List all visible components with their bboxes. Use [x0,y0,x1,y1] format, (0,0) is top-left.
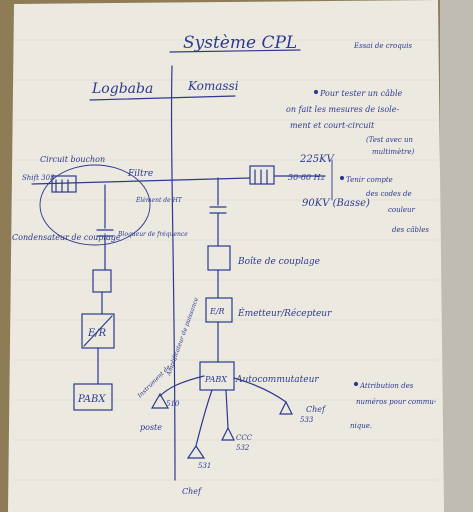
pabx-left-box [73,383,113,411]
phone-531-icon [186,444,206,459]
note-1-line-3: ment et court-circuit [290,121,375,130]
line-510 [159,375,205,397]
bouchon-coil-right [254,169,268,185]
paper-sheet [8,0,444,512]
freq-label: 50-60 Hz [288,173,326,182]
note-4-line-2: numéros pour commu- [356,398,437,406]
bullet-2 [339,175,345,181]
label-ccc: CCC [236,434,253,442]
ext-531: 531 [198,462,211,470]
label-poste: poste [140,423,162,432]
site-komassi: Komassi [187,79,239,93]
phone-532-icon [221,426,235,441]
circuit-bouchon-right [249,165,275,185]
label-autocommutateur: Autocommutateur [235,375,319,385]
label-emetteur: Émetteur/Récepteur [237,307,332,319]
er-right-box [205,297,233,323]
ext-532: 532 [236,444,250,452]
note-2-line-1: (Test avec un [366,136,414,144]
label-shift: Shift 303 [22,174,55,182]
label-condensateur: Condensateur de couplage [12,233,121,242]
line-533 [233,377,287,403]
voltage-primary: 225KV [299,154,336,165]
line-531 [195,389,213,447]
label-boite-couplage: Boîte de couplage [237,256,320,267]
filtre-loop [39,164,151,246]
phone-510-icon [150,392,170,409]
label-element-ht: Élément de HT [135,196,183,204]
note-3-line-3: couleur [388,206,416,214]
title: Système CPL [183,33,297,53]
title-underline [169,49,301,53]
note-1-line-2: on fait les mesures de isole- [286,105,399,114]
label-er-right: E/R [209,307,225,316]
note-3-line-2: des codes de [366,190,412,198]
note-3-line-1: Tenir compte [346,176,393,184]
note-3-line-4: des câbles [392,226,429,234]
note-4-line-1: Attribution des [359,382,414,390]
pabx-right-box [199,361,235,391]
site-logbaba: Logbaba [91,81,153,97]
ext-533: 533 [300,416,314,424]
boite-couplage-box [207,245,231,271]
note-4-line-3: nique. [350,422,372,430]
notebook-edge [440,0,473,512]
line-532 [225,389,229,429]
label-pabx-right: PABX [204,375,227,384]
circuit-bouchon-left [51,175,77,193]
top-right-note: Essai de croquis [353,42,412,50]
label-chef-left: Chef [182,487,203,496]
voltage-secondary: 90KV (Basse) [302,198,370,209]
label-chef-right: Chef [306,405,327,414]
ext-510: 510 [166,400,180,408]
bullet-1 [313,89,319,95]
note-1-line-1: Pour tester un câble [319,89,403,98]
note-2-line-2: multimètre) [372,148,415,156]
bouchon-coil-left [55,179,69,193]
label-er-left: E/R [87,328,107,339]
bullet-3 [353,381,359,387]
er-left-diag [83,315,113,347]
site-underline [89,95,236,101]
label-pabx-left: PABX [77,394,106,405]
label-circuit-bouchon: Circuit bouchon [40,155,105,164]
label-filtre: Filtre [127,169,153,179]
label-bloqueur: Bloqueur de fréquence [117,231,188,238]
phone-533-icon [279,400,293,415]
site-divider-line [170,65,176,481]
